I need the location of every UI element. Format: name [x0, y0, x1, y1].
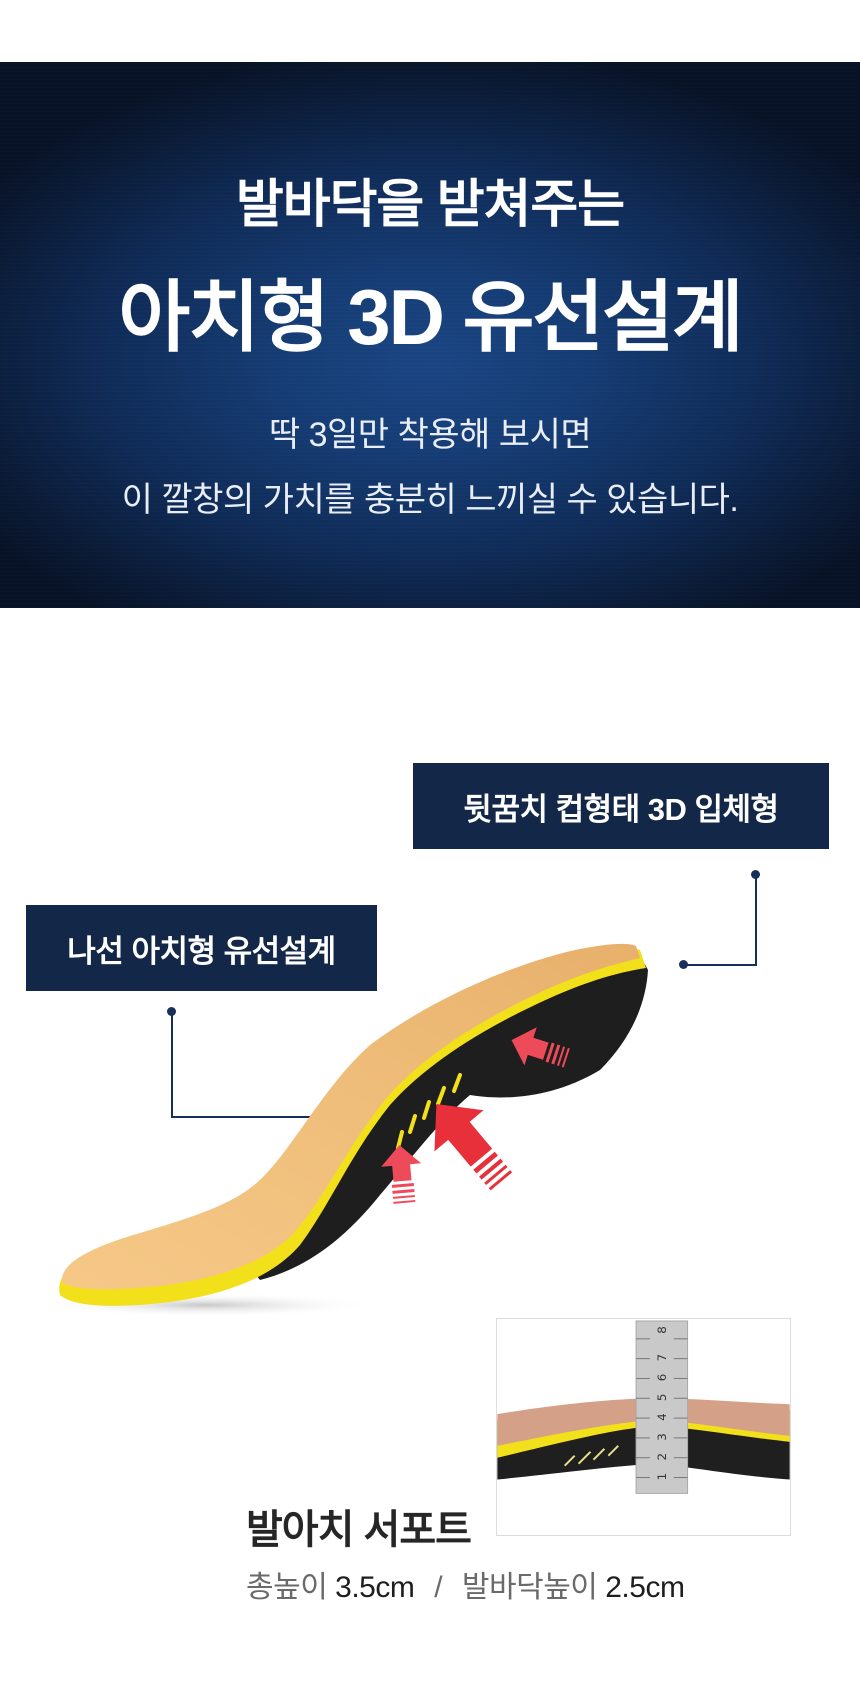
height-specs: 총높이 3.5cm / 발바닥높이 2.5cm: [246, 1562, 685, 1606]
total-height-label: 총높이: [246, 1571, 328, 1604]
connector-dot-icon: [167, 1007, 176, 1016]
connector-line: [171, 1116, 317, 1118]
hero-banner: 발바닥을 받쳐주는 아치형 3D 유선설계 딱 3일만 착용해 보시면 이 깔창…: [0, 62, 860, 608]
banner-subtext-line1: 딱 3일만 착용해 보시면: [268, 416, 592, 454]
svg-text:7: 7: [655, 1354, 669, 1362]
banner-subtext-line2: 이 깔창의 가치를 충분히 느끼실 수 있습니다.: [121, 481, 739, 519]
svg-text:8: 8: [655, 1326, 669, 1334]
insole-product-image: [30, 920, 670, 1320]
insole-arch-support-icon: [35, 943, 648, 1317]
arch-design-feature-label: 나선 아치형 유선설계: [26, 905, 377, 991]
svg-text:5: 5: [655, 1393, 669, 1401]
svg-text:2: 2: [655, 1453, 669, 1461]
total-height-value: 3.5cm: [335, 1571, 415, 1604]
svg-text:1: 1: [655, 1473, 669, 1481]
ruler-measurement-icon: 1 2 3 4 5 6 7 8: [497, 1319, 790, 1535]
measurement-photo: 1 2 3 4 5 6 7 8: [496, 1318, 791, 1536]
arch-support-title: 발아치 서포트: [246, 1508, 472, 1552]
svg-text:3: 3: [655, 1433, 669, 1441]
svg-text:4: 4: [655, 1413, 669, 1421]
connector-line: [683, 964, 757, 966]
connector-line: [171, 1012, 173, 1118]
connector-dot-icon: [679, 960, 688, 969]
banner-headline-line1: 발바닥을 받쳐주는: [235, 176, 625, 234]
banner-headline-line2: 아치형 3D 유선설계: [118, 273, 743, 361]
heel-cup-feature-label: 뒷꿈치 컵형태 3D 입체형: [413, 763, 829, 849]
sole-height-label: 발바닥높이: [461, 1571, 598, 1604]
svg-text:6: 6: [655, 1374, 669, 1382]
sole-height-value: 2.5cm: [605, 1571, 685, 1604]
connector-dot-icon: [751, 870, 760, 879]
pressure-arrow-icon: [381, 1027, 570, 1204]
specs-separator: /: [434, 1571, 443, 1604]
connector-line: [755, 875, 757, 966]
